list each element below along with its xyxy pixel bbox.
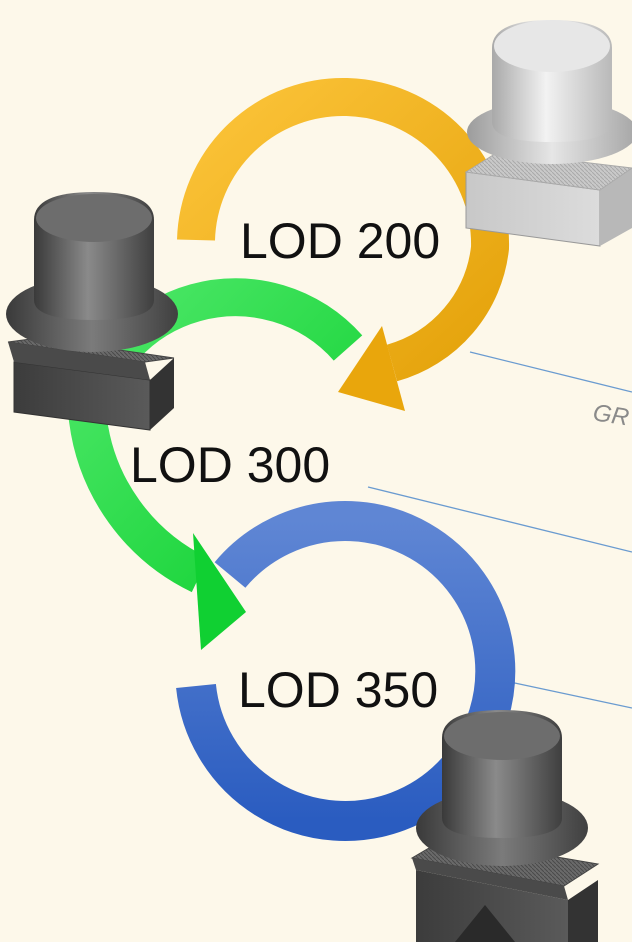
model-lod350 <box>410 710 600 942</box>
lod200-cycle-arrow <box>177 78 510 411</box>
connector-line-lod300 <box>367 486 632 553</box>
model-lod300 <box>6 192 178 431</box>
lod-label-300: LOD 300 <box>130 437 330 493</box>
side-text: GR <box>591 399 631 431</box>
lod-label-200: LOD 200 <box>240 213 440 269</box>
model-lod200 <box>464 20 632 247</box>
connector-lines <box>367 351 632 709</box>
connector-line-lod350 <box>509 681 632 709</box>
connector-line-lod200 <box>469 351 632 393</box>
lod-label-350: LOD 350 <box>238 662 438 718</box>
